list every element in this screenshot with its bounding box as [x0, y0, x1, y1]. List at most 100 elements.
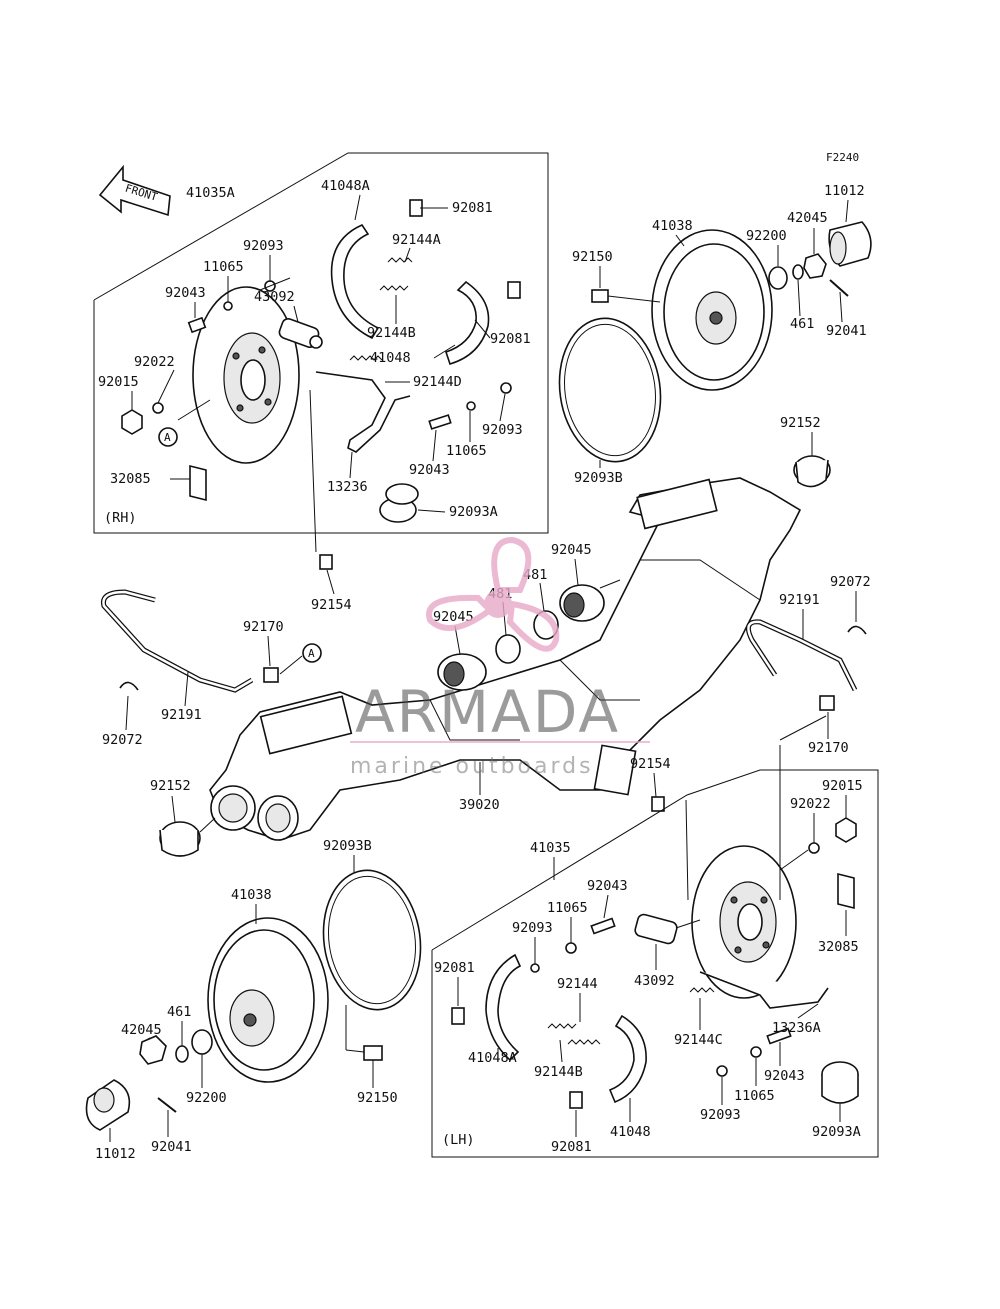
- label-92041-lh: 92041: [151, 1139, 192, 1155]
- lh-seal-92093B: [322, 869, 422, 1011]
- rh-nut-92015: [121, 409, 143, 435]
- rh-washer-92022: [152, 402, 164, 414]
- lh-clip-92081-a: [451, 1007, 465, 1025]
- label-92200-rh: 92200: [746, 228, 787, 244]
- label-92093-rh-a: 92093: [243, 238, 284, 254]
- label-13236A: 13236A: [772, 1020, 821, 1036]
- label-92144C: 92144C: [674, 1032, 723, 1048]
- label-92170-a: 92170: [243, 619, 284, 635]
- label-92200-lh: 92200: [186, 1090, 227, 1106]
- label-11065-rh-a: 11065: [203, 259, 244, 275]
- rh-pin-92043b: [428, 414, 452, 430]
- lh-pin-92043b: [766, 1027, 792, 1045]
- lh-leader-lines: [457, 745, 847, 1137]
- label-92043-lh-b: 92043: [764, 1068, 805, 1084]
- rh-pin-92041: [829, 279, 849, 297]
- label-11065-rh-b: 11065: [446, 443, 487, 459]
- lh-backing-plate: [691, 845, 797, 999]
- watermark: ARMADA marine outboards: [350, 536, 650, 779]
- lh-cap-92093A: [821, 1061, 859, 1104]
- lh-drum-group: 92093B 41038 461 42045 92200 92150 11012…: [85, 838, 422, 1162]
- label-92043-lh-a: 92043: [587, 878, 628, 894]
- rh-washer-461: [792, 264, 804, 280]
- clamp-92170-b: [819, 695, 835, 711]
- hose-clamp-92072-a: [119, 681, 139, 691]
- rh-lever-13236: [315, 371, 411, 453]
- label-42045-rh: 42045: [787, 210, 828, 226]
- label-92154-a: 92154: [311, 597, 352, 613]
- lh-washer-92200: [191, 1029, 213, 1055]
- bolt-92154-a: [319, 554, 333, 570]
- rh-clip-b: [507, 281, 521, 299]
- label-41048-rh: 41048: [370, 350, 411, 366]
- rh-leader-lines: [131, 194, 506, 553]
- label-11012-rh: 11012: [824, 183, 865, 199]
- hose-clamp-92072-b: [847, 625, 867, 635]
- label-92093A-lh: 92093A: [812, 1124, 861, 1140]
- rh-ref-a-marker: [158, 427, 178, 447]
- rh-brake-drum-41038: [651, 229, 773, 391]
- lh-bolt-92150: [363, 1045, 383, 1061]
- label-92045-a: 92045: [551, 542, 592, 558]
- label-92093A-rh: 92093A: [449, 504, 498, 520]
- watermark-brand: ARMADA: [355, 678, 620, 746]
- label-92144B-lh: 92144B: [534, 1064, 583, 1080]
- axle-housing-39020: [209, 477, 802, 841]
- lh-drum-leader-lines: [109, 855, 374, 1142]
- lh-brake-shoe-b: [608, 1014, 647, 1104]
- rh-nut-42045: [803, 253, 827, 279]
- ref-a-axle-marker: [302, 643, 322, 663]
- rh-bolt-92150: [591, 289, 609, 303]
- rh-brake-shoe-a: [330, 223, 380, 340]
- label-92144D: 92144D: [413, 374, 462, 390]
- label-92150-rh: 92150: [572, 249, 613, 265]
- label-41038-rh: 41038: [652, 218, 693, 234]
- watermark-tagline: marine outboards: [350, 754, 594, 779]
- label-41048A-lh: 41048A: [468, 1050, 517, 1066]
- label-32085-rh: 32085: [110, 471, 151, 487]
- label-92015-rh: 92015: [98, 374, 139, 390]
- label-92093-rh-b: 92093: [482, 422, 523, 438]
- label-11065-lh-a: 11065: [547, 900, 588, 916]
- spacer-92152-rh: [793, 455, 831, 488]
- label-92191-rh: 92191: [779, 592, 820, 608]
- bearing-92045-rh: [559, 584, 605, 622]
- label-92152-lh: 92152: [150, 778, 191, 794]
- label-92045-b: 92045: [433, 609, 474, 625]
- label-92081-lh-a: 92081: [434, 960, 475, 976]
- label-92081-lh-b: 92081: [551, 1139, 592, 1155]
- lh-pin-92043a: [590, 917, 616, 935]
- lh-clip-92081-b: [569, 1091, 583, 1109]
- lh-nut-92093b: [716, 1065, 728, 1077]
- label-43092-rh: 43092: [254, 289, 295, 305]
- rh-drum-leader-lines: [599, 199, 849, 468]
- figure-code: F2240: [826, 151, 859, 164]
- axle-leader-lines: [125, 432, 857, 833]
- label-92093-lh-a: 92093: [512, 920, 553, 936]
- label-41035A: 41035A: [186, 185, 235, 201]
- lh-nut-42045: [139, 1035, 167, 1065]
- clamp-92170-a: [263, 667, 279, 683]
- label-92144B-rh: 92144B: [367, 325, 416, 341]
- label-13236: 13236: [327, 479, 368, 495]
- lh-washer-92022: [808, 842, 820, 854]
- label-92191-lh: 92191: [161, 707, 202, 723]
- lh-cap-11012: [85, 1079, 131, 1131]
- label-39020: 39020: [459, 797, 500, 813]
- label-92043-rh-a: 92043: [165, 285, 206, 301]
- lh-nut-92093a: [565, 942, 577, 954]
- lh-lever-13236A: [699, 971, 829, 1009]
- label-92093B-rh: 92093B: [574, 470, 623, 486]
- label-41038-lh: 41038: [231, 887, 272, 903]
- label-461-lh: 461: [167, 1004, 191, 1020]
- lh-pin-92041: [157, 1097, 177, 1113]
- label-92022-rh: 92022: [134, 354, 175, 370]
- lh-nut-92015: [835, 817, 857, 843]
- label-43092-lh: 43092: [634, 973, 675, 989]
- label-92081-rh-a: 92081: [452, 200, 493, 216]
- label-92043-rh-b: 92043: [409, 462, 450, 478]
- label-92081-rh-b: 92081: [490, 331, 531, 347]
- lh-washer-11065b: [750, 1046, 762, 1058]
- lh-brake-group: (LH): [431, 745, 879, 1158]
